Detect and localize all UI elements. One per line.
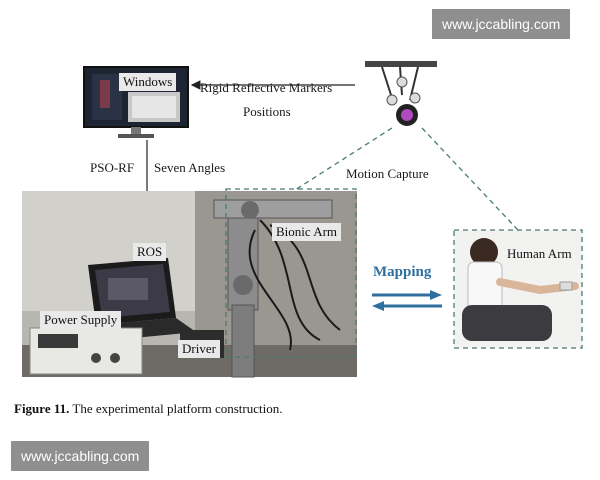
label-positions: Positions <box>243 104 291 119</box>
watermark-top: www.jccabling.com <box>432 9 571 39</box>
caption-text: The experimental platform construction. <box>69 401 283 416</box>
label-human-arm: Human Arm <box>507 246 572 261</box>
label-bionic-arm: Bionic Arm <box>272 223 342 241</box>
mapping-arrows <box>372 290 442 311</box>
dashed-camera-to-bionic <box>294 127 393 191</box>
human-arm-dashed-box <box>453 229 583 349</box>
label-power-supply: Power Supply <box>40 311 122 329</box>
motion-capture-camera-image <box>365 61 437 126</box>
bionic-arm-dashed-box <box>225 188 357 358</box>
lab-photo <box>22 191 357 378</box>
label-rigid-markers: Rigid Reflective Markers <box>200 80 333 95</box>
label-windows: Windows <box>119 73 177 91</box>
human-arm-photo <box>454 230 582 348</box>
figure-caption: Figure 11. The experimental platform con… <box>14 401 283 417</box>
dashed-camera-to-human <box>421 127 519 231</box>
label-seven-angles: Seven Angles <box>154 160 226 175</box>
watermark-bottom: www.jccabling.com <box>11 441 150 471</box>
label-motion-capture: Motion Capture <box>346 166 429 181</box>
monitor-image <box>83 66 189 138</box>
label-mapping: Mapping <box>373 264 432 280</box>
label-driver: Driver <box>178 340 220 358</box>
caption-figure-number: Figure 11. <box>14 401 70 416</box>
label-pso-rf: PSO-RF <box>90 160 135 175</box>
label-ros: ROS <box>133 243 167 261</box>
